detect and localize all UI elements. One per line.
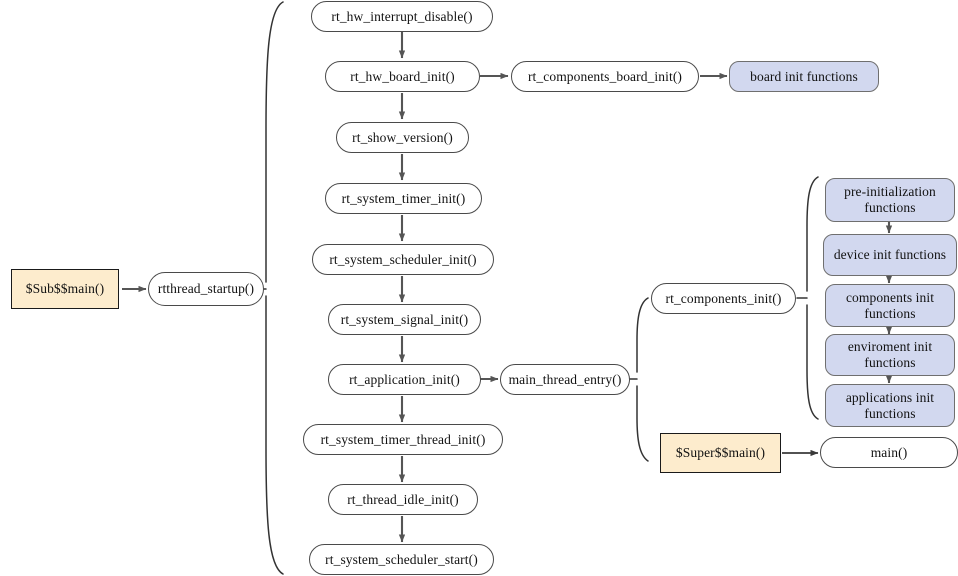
node-main[interactable]: main() xyxy=(820,437,958,468)
node-rt-system-timer-thread-init[interactable]: rt_system_timer_thread_init() xyxy=(303,424,503,455)
node-main-thread-entry[interactable]: main_thread_entry() xyxy=(500,364,630,395)
node-rt-application-init[interactable]: rt_application_init() xyxy=(328,364,481,395)
node-rt-hw-board-init[interactable]: rt_hw_board_init() xyxy=(325,61,480,92)
node-rtthread-startup[interactable]: rtthread_startup() xyxy=(148,272,264,306)
node-label: rt_show_version() xyxy=(352,129,453,145)
node-label: rt_system_scheduler_init() xyxy=(329,251,477,267)
node-label: rt_hw_interrupt_disable() xyxy=(331,8,473,24)
node-pre-initialization-functions[interactable]: pre-initialization functions xyxy=(825,178,955,222)
node-rt-components-board-init[interactable]: rt_components_board_init() xyxy=(511,61,699,92)
node-rt-system-scheduler-init[interactable]: rt_system_scheduler_init() xyxy=(312,244,494,275)
brace-components-init xyxy=(806,176,819,420)
node-label: rt_system_timer_init() xyxy=(341,190,466,206)
node-label: rt_system_scheduler_start() xyxy=(325,551,478,567)
node-sub-main[interactable]: $Sub$$main() xyxy=(11,269,119,309)
node-sub-main-label: $Sub$$main() xyxy=(25,281,105,297)
node-label: rt_application_init() xyxy=(349,371,460,387)
brace-main-thread-entry xyxy=(636,297,649,462)
node-rt-components-init[interactable]: rt_components_init() xyxy=(651,283,796,314)
node-label: board init functions xyxy=(750,68,858,84)
node-components-init-functions[interactable]: components init functions xyxy=(825,284,955,327)
node-label: rt_components_init() xyxy=(665,290,782,306)
node-main-label: main() xyxy=(870,444,908,460)
node-label: rt_thread_idle_init() xyxy=(347,491,459,507)
node-rt-thread-idle-init[interactable]: rt_thread_idle_init() xyxy=(328,484,478,515)
node-device-init-functions[interactable]: device init functions xyxy=(823,234,957,276)
node-label: main_thread_entry() xyxy=(508,371,622,387)
node-applications-init-functions[interactable]: applications init functions xyxy=(825,384,955,427)
node-rt-system-scheduler-start[interactable]: rt_system_scheduler_start() xyxy=(309,544,494,575)
node-super-main[interactable]: $Super$$main() xyxy=(660,433,781,473)
node-label: rt_system_timer_thread_init() xyxy=(320,431,486,447)
node-label: rt_components_board_init() xyxy=(527,68,683,84)
node-label: applications init functions xyxy=(845,389,935,421)
node-label: enviroment init functions xyxy=(847,339,933,370)
brace-startup-chain xyxy=(265,1,284,575)
node-rt-system-signal-init[interactable]: rt_system_signal_init() xyxy=(328,304,481,335)
node-label: components init functions xyxy=(845,289,935,321)
node-enviroment-init-functions[interactable]: enviroment init functions xyxy=(825,334,955,376)
node-super-main-label: $Super$$main() xyxy=(675,445,766,461)
node-board-init-functions[interactable]: board init functions xyxy=(729,61,879,92)
node-label: pre-initialization functions xyxy=(844,184,936,215)
node-label: rt_system_signal_init() xyxy=(340,311,469,327)
node-label: device init functions xyxy=(833,247,947,263)
node-label: rt_hw_board_init() xyxy=(350,68,455,84)
node-rt-system-timer-init[interactable]: rt_system_timer_init() xyxy=(325,183,482,214)
node-rt-hw-interrupt-disable[interactable]: rt_hw_interrupt_disable() xyxy=(311,1,493,32)
node-rtthread-startup-label: rtthread_startup() xyxy=(157,281,255,297)
node-rt-show-version[interactable]: rt_show_version() xyxy=(336,122,469,153)
